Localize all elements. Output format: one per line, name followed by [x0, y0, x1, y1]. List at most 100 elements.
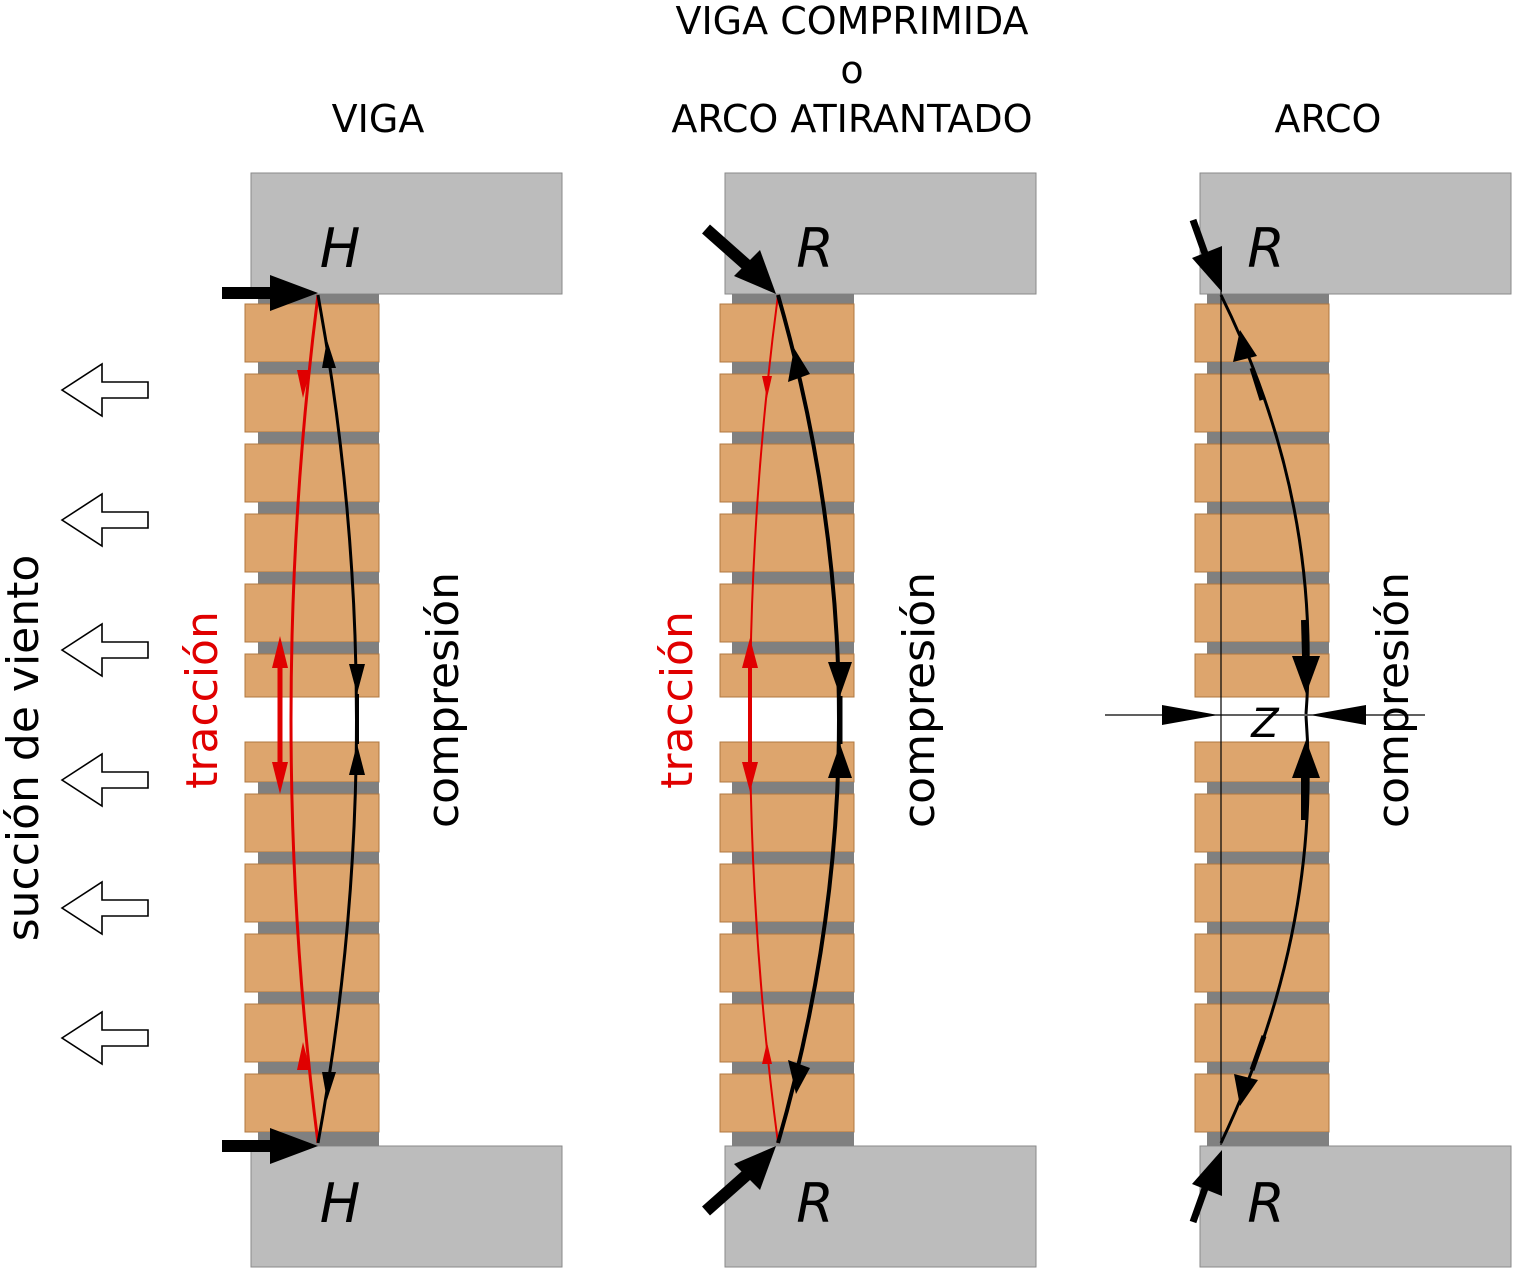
brick	[719, 653, 855, 698]
brick	[244, 513, 380, 573]
mortar-joint	[258, 922, 379, 934]
wind-arrow-icon	[60, 752, 149, 808]
reaction-label-bottom-viga: H	[320, 1172, 361, 1235]
support-bottom-comprimida	[724, 1145, 1037, 1268]
reaction-arrow-top-comprimida	[702, 224, 776, 294]
brick	[244, 1003, 380, 1063]
compression-arrow-icon	[322, 1072, 336, 1100]
wind-arrow-icon	[60, 1010, 149, 1066]
wind-arrow-icon	[60, 492, 149, 548]
mortar-joint	[732, 852, 854, 864]
mortar-joint	[258, 852, 379, 864]
compression-label-arco: compresión	[1368, 572, 1419, 828]
reaction-label-top-arco: R	[1247, 217, 1285, 280]
mortar-joint	[258, 782, 379, 794]
compression-arrow-icon	[1292, 656, 1320, 694]
reaction-arrow-bottom-viga	[222, 1128, 318, 1164]
mortar-joint	[258, 502, 379, 514]
mortar-joint	[1207, 1062, 1329, 1074]
brick	[719, 1003, 855, 1063]
reaction-arrow-bottom-arco	[1189, 1150, 1222, 1224]
mortar-joint	[1207, 782, 1329, 794]
brick	[719, 373, 855, 433]
compression-arrow-icon	[349, 664, 365, 694]
tension-label-comprimida: tracción	[652, 611, 703, 789]
mortar-joint	[732, 642, 854, 654]
support-top-viga	[250, 172, 563, 295]
tension-arrow-icon	[762, 376, 772, 398]
wind-arrow-icon	[60, 622, 149, 678]
mortar-joint	[258, 992, 379, 1004]
brick	[719, 933, 855, 993]
brick	[1194, 863, 1330, 923]
brick	[719, 863, 855, 923]
mortar-joint	[258, 572, 379, 584]
support-bottom-arco	[1199, 1145, 1512, 1268]
brick	[1194, 513, 1330, 573]
mortar-joint	[1207, 294, 1329, 304]
brick	[1194, 373, 1330, 433]
brick-walls	[244, 294, 1330, 1146]
mortar-joint	[1207, 572, 1329, 584]
tension-arrow-icon	[272, 762, 288, 794]
mortar-joint	[732, 1136, 854, 1146]
tension-arrow-icon	[297, 370, 310, 398]
arco-forces	[1105, 218, 1425, 1224]
mortar-joint	[1207, 362, 1329, 374]
compression-arrow-icon	[788, 348, 810, 382]
title-viga: VIGA	[332, 97, 425, 141]
brick	[719, 443, 855, 503]
mortar-joint	[732, 992, 854, 1004]
mortar-joint	[732, 502, 854, 514]
mortar-joint	[258, 1062, 379, 1074]
tension-arrow-icon	[272, 636, 288, 668]
brick	[244, 373, 380, 433]
reaction-label-bottom-comprimida: R	[796, 1172, 834, 1235]
compression-shaft	[1249, 367, 1265, 401]
mortar-joint	[1207, 502, 1329, 514]
mortar-joint	[1207, 992, 1329, 1004]
mortar-joint	[1207, 852, 1329, 864]
mortar-joint	[732, 782, 854, 794]
brick	[244, 443, 380, 503]
reaction-arrow-bottom-comprimida	[702, 1146, 776, 1216]
title-viga-comprimida: VIGA COMPRIMIDA	[675, 0, 1028, 43]
compression-arrow-icon	[1234, 1074, 1258, 1106]
comprimida-forces	[702, 224, 852, 1216]
support-top-comprimida	[724, 172, 1037, 295]
tension-arrow-icon	[742, 762, 758, 792]
brick	[1194, 933, 1330, 993]
wind-suction-label: succión de viento	[0, 555, 49, 942]
compression-arrow-icon	[828, 744, 852, 778]
title-arco-atirantado: ARCO ATIRANTADO	[671, 97, 1032, 141]
reaction-arrow-top-viga	[222, 275, 318, 311]
supports	[250, 172, 1512, 1268]
compression-shaft	[1249, 1035, 1267, 1071]
compression-arrow-icon	[828, 662, 852, 696]
brick	[244, 583, 380, 643]
support-bottom-viga	[250, 1145, 563, 1268]
brick	[1194, 443, 1330, 503]
crack-arrow-right-icon	[1310, 705, 1366, 725]
title-connector-o: o	[840, 48, 863, 92]
brick	[1194, 1073, 1330, 1133]
mortar-joint	[258, 642, 379, 654]
mortar-joint	[258, 362, 379, 374]
tension-label-viga: tracción	[177, 611, 228, 789]
mortar-joint	[258, 432, 379, 444]
compression-label-comprimida: compresión	[894, 572, 945, 828]
compression-arrow-icon	[349, 744, 365, 775]
mortar-joint	[732, 922, 854, 934]
title-arco: ARCO	[1275, 97, 1382, 141]
mortar-joint	[732, 294, 854, 304]
tension-arrow-icon	[297, 1042, 310, 1070]
mortar-joint	[1207, 432, 1329, 444]
brick	[1194, 1003, 1330, 1063]
brick	[719, 793, 855, 853]
brick	[719, 513, 855, 573]
reaction-label-top-comprimida: R	[796, 217, 834, 280]
brick	[244, 863, 380, 923]
tension-arrow-icon	[742, 638, 758, 668]
mortar-joint	[732, 572, 854, 584]
